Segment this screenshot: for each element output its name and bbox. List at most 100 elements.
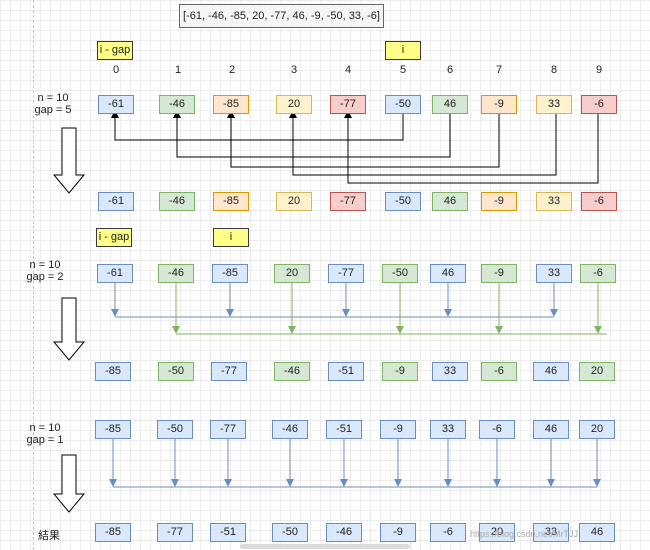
index-label: 5 xyxy=(399,64,407,76)
index-label: 1 xyxy=(174,64,182,76)
row2-cell: -85 xyxy=(213,192,249,211)
row3-cell: -61 xyxy=(97,264,133,283)
row6-cell: 20 xyxy=(479,523,515,542)
index-label: 0 xyxy=(112,64,120,76)
pass2-gap-text: gap = 2 xyxy=(26,271,64,283)
swap-path-1-6 xyxy=(173,110,451,158)
row2-cell: -50 xyxy=(385,192,421,211)
row4-cell: -77 xyxy=(211,362,247,381)
tag-i-minus-gap-pass1: i - gap xyxy=(97,41,133,60)
row2-cell: 33 xyxy=(536,192,572,211)
index-label: 7 xyxy=(495,64,503,76)
swap-path-2-7 xyxy=(227,110,500,168)
swap-path-4-9 xyxy=(344,110,599,184)
index-label: 8 xyxy=(550,64,558,76)
row6-cell: 33 xyxy=(533,523,569,542)
swap-path-3-8 xyxy=(289,110,557,176)
row4-cell: -50 xyxy=(158,362,194,381)
index-label: 2 xyxy=(228,64,236,76)
tag-i-pass2: i xyxy=(213,228,249,247)
row5-cell: -46 xyxy=(272,420,308,439)
row3-cell: 46 xyxy=(430,264,466,283)
row3-cell: -50 xyxy=(382,264,418,283)
row1-cell: -9 xyxy=(481,95,517,114)
row2-cell: 20 xyxy=(276,192,312,211)
pass1-n-text: n = 10 xyxy=(37,92,69,104)
pass1-gap-text: gap = 5 xyxy=(34,104,72,116)
row4-cell: -6 xyxy=(481,362,517,381)
down-arrow-icon-pass1 xyxy=(52,127,86,194)
dashed-guide-line xyxy=(33,0,34,550)
row2-cell: 46 xyxy=(432,192,468,211)
row1-cell: -61 xyxy=(98,95,134,114)
row5-cell: -9 xyxy=(380,420,416,439)
row2-cell: -46 xyxy=(159,192,195,211)
pass3-gap-text: gap = 1 xyxy=(26,434,64,446)
row5-cell: 33 xyxy=(430,420,466,439)
row1-cell: -6 xyxy=(581,95,617,114)
row3-cell: 33 xyxy=(536,264,572,283)
watermark-text: https://blog.csdn.net/MrTJJ xyxy=(470,529,579,539)
row2-cell: -6 xyxy=(581,192,617,211)
down-arrow-icon-pass3 xyxy=(52,454,86,513)
pass2-n-text: n = 10 xyxy=(29,259,61,271)
row2-cell: -61 xyxy=(98,192,134,211)
row4-cell: 33 xyxy=(432,362,468,381)
row5-cell: -77 xyxy=(210,420,246,439)
row5-cell: 20 xyxy=(579,420,615,439)
row6-cell: -46 xyxy=(326,523,362,542)
row5-cell: -50 xyxy=(157,420,193,439)
row6-cell: 46 xyxy=(579,523,615,542)
row1-cell: -46 xyxy=(159,95,195,114)
row1-cell: 33 xyxy=(536,95,572,114)
result-label: 結果 xyxy=(38,530,60,542)
index-label: 6 xyxy=(446,64,454,76)
row5-cell: -6 xyxy=(479,420,515,439)
pass2-label: n = 10 gap = 2 xyxy=(20,259,70,283)
index-label: 9 xyxy=(595,64,603,76)
row4-cell: 20 xyxy=(579,362,615,381)
row5-cell: -51 xyxy=(326,420,362,439)
down-arrow-icon-pass2 xyxy=(52,297,86,361)
pass3-n-text: n = 10 xyxy=(29,422,61,434)
row3-cell: -6 xyxy=(580,264,616,283)
row2-cell: -77 xyxy=(330,192,366,211)
pass2-odd-group-lines xyxy=(172,283,607,335)
row2-cell: -9 xyxy=(481,192,517,211)
row6-cell: -77 xyxy=(157,523,193,542)
row4-cell: -85 xyxy=(95,362,131,381)
row4-cell: -9 xyxy=(382,362,418,381)
row6-cell: -85 xyxy=(95,523,131,542)
row6-cell: -9 xyxy=(380,523,416,542)
row3-cell: 20 xyxy=(274,264,310,283)
row6-cell: -51 xyxy=(210,523,246,542)
row1-cell: -77 xyxy=(330,95,366,114)
index-label: 4 xyxy=(344,64,352,76)
row4-cell: -51 xyxy=(328,362,364,381)
pass3-group-lines xyxy=(109,438,601,488)
row5-cell: -85 xyxy=(95,420,131,439)
row1-cell: -50 xyxy=(385,95,421,114)
row5-cell: 46 xyxy=(533,420,569,439)
row4-cell: 46 xyxy=(533,362,569,381)
pass1-label: n = 10 gap = 5 xyxy=(28,92,78,116)
row3-cell: -77 xyxy=(328,264,364,283)
row1-cell: 20 xyxy=(276,95,312,114)
row6-cell: -50 xyxy=(272,523,308,542)
swap-path-0-5 xyxy=(111,110,404,141)
pass3-label: n = 10 gap = 1 xyxy=(20,422,70,446)
tag-i-minus-gap-pass2: i - gap xyxy=(96,228,132,247)
row1-cell: -85 xyxy=(213,95,249,114)
tag-i-pass1: i xyxy=(385,41,421,60)
row4-cell: -46 xyxy=(274,362,310,381)
row6-cell: -6 xyxy=(430,523,466,542)
row3-cell: -85 xyxy=(212,264,248,283)
index-label: 3 xyxy=(290,64,298,76)
horizontal-scrollbar[interactable] xyxy=(240,544,410,549)
pass2-even-group-lines xyxy=(111,283,558,318)
input-array-box: [-61, -46, -85, 20, -77, 46, -9, -50, 33… xyxy=(179,4,384,28)
row1-cell: 46 xyxy=(432,95,468,114)
row3-cell: -46 xyxy=(158,264,194,283)
